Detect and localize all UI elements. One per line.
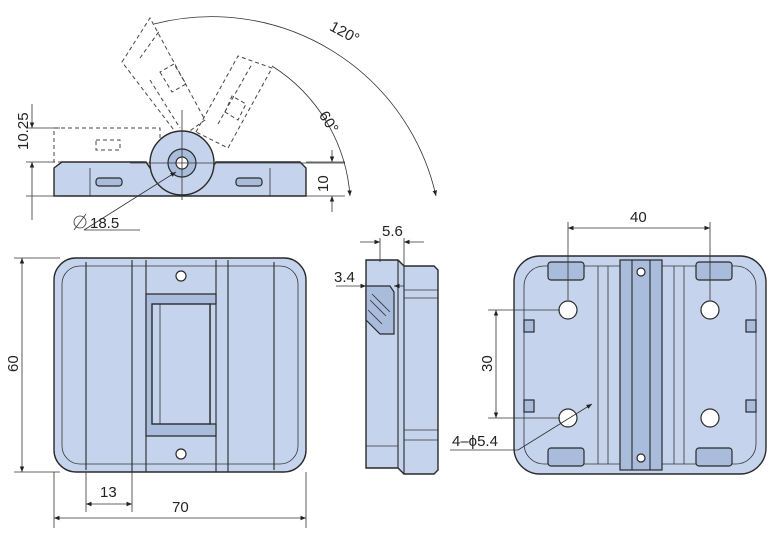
side-slot-right xyxy=(235,177,263,187)
label-height-60: 60 xyxy=(5,355,22,372)
label-pin-diameter: 18.5 xyxy=(90,215,119,232)
front-screw-top xyxy=(175,270,187,282)
side-slot-left xyxy=(95,177,123,187)
side-section-view: 5.6 3.4 xyxy=(334,223,439,475)
front-view: 60 13 70 xyxy=(5,257,307,528)
back-hole-bottom-right xyxy=(700,408,720,428)
label-spacing-30: 30 xyxy=(479,355,496,372)
front-screw-bottom xyxy=(175,448,187,460)
back-center-column xyxy=(619,259,663,471)
label-spacing-40: 40 xyxy=(630,209,647,226)
ghost-leaf-60 xyxy=(195,55,273,149)
label-angle-60: 60° xyxy=(315,108,341,136)
back-hole-top-right xyxy=(700,300,720,320)
label-thickness-5-6: 5.6 xyxy=(382,223,403,240)
ghost-leaf-120 xyxy=(121,17,206,139)
back-hole-top-left xyxy=(558,300,578,320)
side-view-opening: 120° 60° 10.25 10 18.5 xyxy=(15,16,437,232)
arc-60 xyxy=(271,65,352,197)
label-thickness-3-4: 3.4 xyxy=(334,269,355,286)
back-view: 40 30 4–ϕ5.4 xyxy=(450,209,767,475)
ghost-leaf-flat xyxy=(53,127,161,163)
label-height-10: 10 xyxy=(315,175,332,192)
label-width-70: 70 xyxy=(172,499,189,516)
label-offset-13: 13 xyxy=(100,484,117,501)
label-mounting-holes: 4–ϕ5.4 xyxy=(452,433,498,450)
label-angle-120: 120° xyxy=(327,18,362,48)
arc-120 xyxy=(153,16,437,197)
back-hole-bottom-left xyxy=(558,408,578,428)
label-height-10-25: 10.25 xyxy=(15,112,32,150)
